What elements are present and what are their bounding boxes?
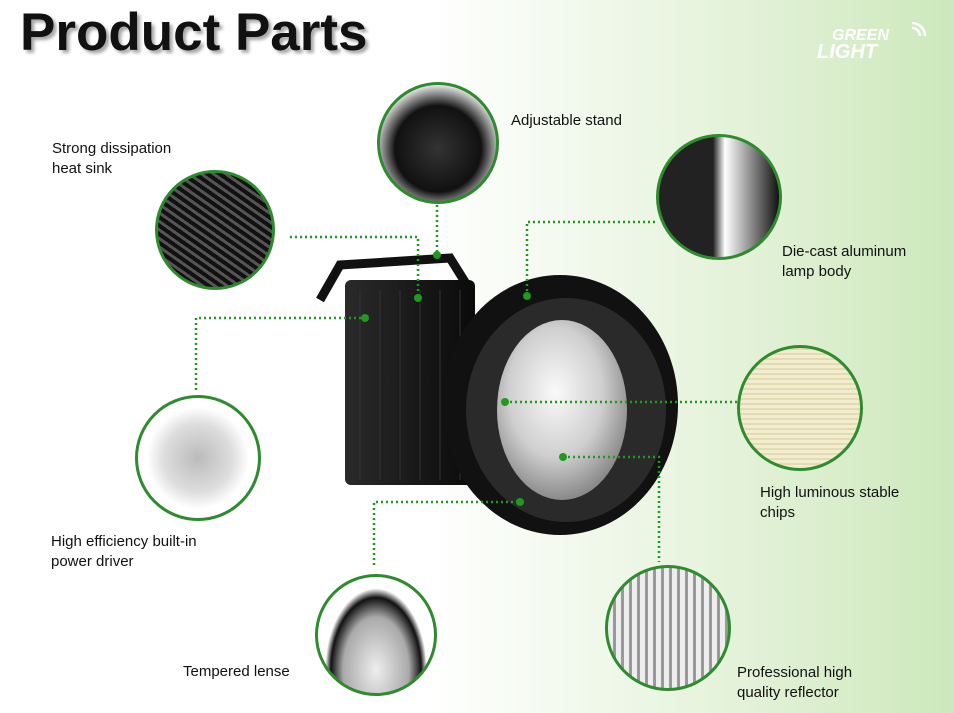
page-title: Product Parts [20,3,368,62]
svg-text:LIGHT: LIGHT [817,41,879,62]
power-driver-image [135,395,261,521]
label-adjustable-stand: Adjustable stand [511,112,622,129]
label-lamp-body: Die-cast aluminum lamp body [782,243,907,280]
label-heat-sink: Strong dissipation heat sink [52,140,172,177]
led-chips-image [737,345,863,471]
adjustable-stand-image [377,82,499,204]
svg-text:GREEN: GREEN [832,27,889,44]
connector-lines [194,200,738,565]
floodlight-image [316,253,678,535]
lamp-body-image [656,134,782,260]
green-light-logo: GREEN LIGHT [817,22,927,62]
tempered-lens-image [315,574,437,696]
label-power-driver: High efficiency built-in power driver [51,533,197,570]
label-reflector: Professional high quality reflector [737,664,853,701]
reflector-image [605,565,731,691]
heat-sink-image [155,170,275,290]
label-tempered-lens: Tempered lense [183,663,290,680]
label-led-chips: High luminous stable chips [760,484,900,521]
